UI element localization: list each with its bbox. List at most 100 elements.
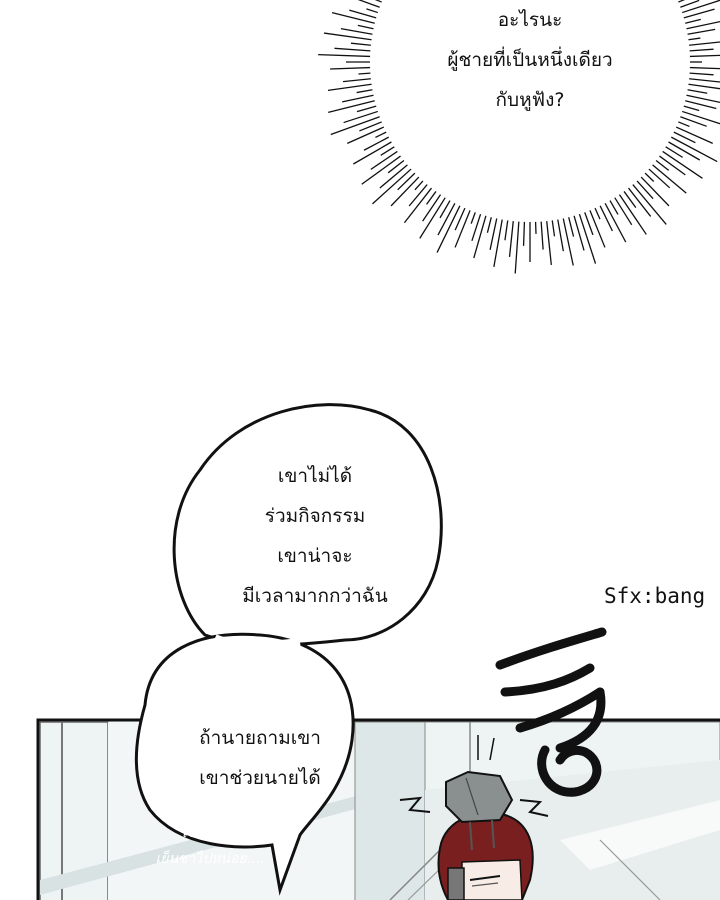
- burst-spike: [681, 110, 720, 125]
- burst-spike: [540, 221, 544, 250]
- burst-spike: [327, 83, 372, 92]
- whisper-line: เขาอาจดู: [182, 825, 238, 841]
- burst-spike: [390, 176, 420, 207]
- burst-spike: [375, 131, 387, 138]
- burst-spike: [686, 94, 720, 104]
- burst-spike: [328, 100, 375, 113]
- burst-spike: [357, 24, 374, 30]
- burst-spike: [589, 210, 606, 248]
- burst-spike: [331, 12, 375, 24]
- burst-spike: [340, 28, 373, 35]
- burst-spike: [680, 116, 707, 127]
- burst-spike: [426, 191, 437, 205]
- burst-spike: [670, 136, 718, 163]
- burst-spike: [683, 105, 700, 112]
- burst-spike: [632, 184, 667, 225]
- upper-line: ร่วมกิจกรรม: [264, 505, 366, 527]
- burst-spike: [604, 202, 627, 243]
- burst-spike: [599, 205, 613, 232]
- upper-line: มีเวลามากกว่าฉัน: [242, 585, 388, 607]
- speech-bubble-upper: [172, 403, 443, 647]
- burst-spike: [685, 18, 701, 24]
- speech-bubble-upper-text: เขาไม่ได้ ร่วมกิจกรรม เขาน่าจะ มีเวลามาก…: [205, 456, 425, 616]
- burst-spike: [334, 47, 371, 52]
- burst-spike: [343, 110, 379, 124]
- burst-spike: [356, 89, 373, 94]
- burst-spike: [584, 212, 594, 236]
- burst-spike: [359, 121, 382, 132]
- burst-bubble-text: อะไรนะ ผู้ชายที่เป็นหนึ่งเดียว กับหูฟัง?: [400, 0, 660, 120]
- burst-spike: [688, 83, 720, 90]
- burst-spike: [614, 197, 633, 226]
- burst-spike: [374, 0, 382, 3]
- burst-spike: [380, 146, 395, 156]
- burst-line: ผู้ชายที่เป็นหนึ่งเดียว: [447, 49, 613, 71]
- burst-spike: [652, 164, 687, 194]
- burst-spike: [318, 53, 371, 58]
- burst-spike: [493, 219, 503, 267]
- lower-line: เขาช่วยนายได้: [199, 767, 321, 789]
- burst-spike: [665, 146, 683, 158]
- burst-spike: [685, 100, 717, 110]
- burst-spike: [486, 217, 492, 233]
- burst-spike: [408, 184, 428, 207]
- upper-line: เขาน่าจะ: [277, 545, 353, 567]
- burst-line: อะไรนะ: [497, 9, 563, 31]
- burst-spike: [350, 42, 371, 46]
- burst-spike: [353, 141, 392, 165]
- burst-spike: [627, 187, 652, 217]
- burst-line: กับหูฟัง?: [495, 89, 565, 111]
- burst-spike: [473, 215, 487, 259]
- burst-spike: [504, 220, 509, 241]
- burst-spike: [330, 66, 371, 70]
- burst-spike: [689, 48, 714, 52]
- burst-spike: [689, 78, 720, 83]
- burst-spike: [330, 116, 380, 136]
- burst-spike: [662, 150, 703, 179]
- burst-spike: [578, 213, 597, 264]
- burst-spike: [366, 8, 379, 14]
- burst-spike: [687, 28, 716, 35]
- burst-spike: [609, 200, 619, 215]
- burst-spike: [680, 0, 700, 8]
- burst-spike: [470, 212, 476, 224]
- burst-spike: [673, 131, 696, 144]
- burst-spike: [594, 207, 601, 220]
- lower-line: ถ้านายถามเขา: [199, 727, 321, 749]
- burst-spike: [357, 0, 380, 8]
- burst-spike: [636, 180, 654, 200]
- burst-spike: [659, 155, 686, 176]
- burst-spike: [356, 105, 377, 113]
- sfx-glyph: [495, 627, 607, 797]
- headphone-block: [445, 770, 514, 824]
- burst-spike: [546, 221, 552, 265]
- burst-bubble: [318, 0, 720, 274]
- burst-spike: [648, 168, 671, 189]
- burst-spike: [681, 0, 720, 14]
- burst-spike: [623, 191, 637, 209]
- burst-spike: [454, 210, 471, 248]
- burst-spike: [508, 221, 514, 257]
- burst-spike: [372, 168, 412, 205]
- burst-spike: [379, 164, 408, 189]
- burst-spike: [689, 72, 714, 76]
- burst-spike: [419, 197, 446, 239]
- burst-spike: [640, 176, 670, 207]
- burst-spike: [689, 41, 720, 46]
- burst-spike: [323, 32, 372, 41]
- speech-bubble-group: [134, 403, 443, 896]
- burst-spike: [437, 202, 456, 236]
- burst-spike: [568, 217, 575, 237]
- burst-spike: [655, 159, 670, 171]
- burst-spike: [361, 155, 401, 185]
- burst-spike: [686, 20, 720, 30]
- burst-spike: [562, 218, 574, 266]
- burst-spike: [347, 126, 385, 144]
- burst-spike: [342, 94, 374, 103]
- burst-spike: [370, 150, 398, 170]
- burst-spike: [422, 194, 442, 222]
- burst-spike: [358, 72, 371, 75]
- burst-spike: [644, 172, 655, 182]
- burst-spike: [514, 221, 520, 274]
